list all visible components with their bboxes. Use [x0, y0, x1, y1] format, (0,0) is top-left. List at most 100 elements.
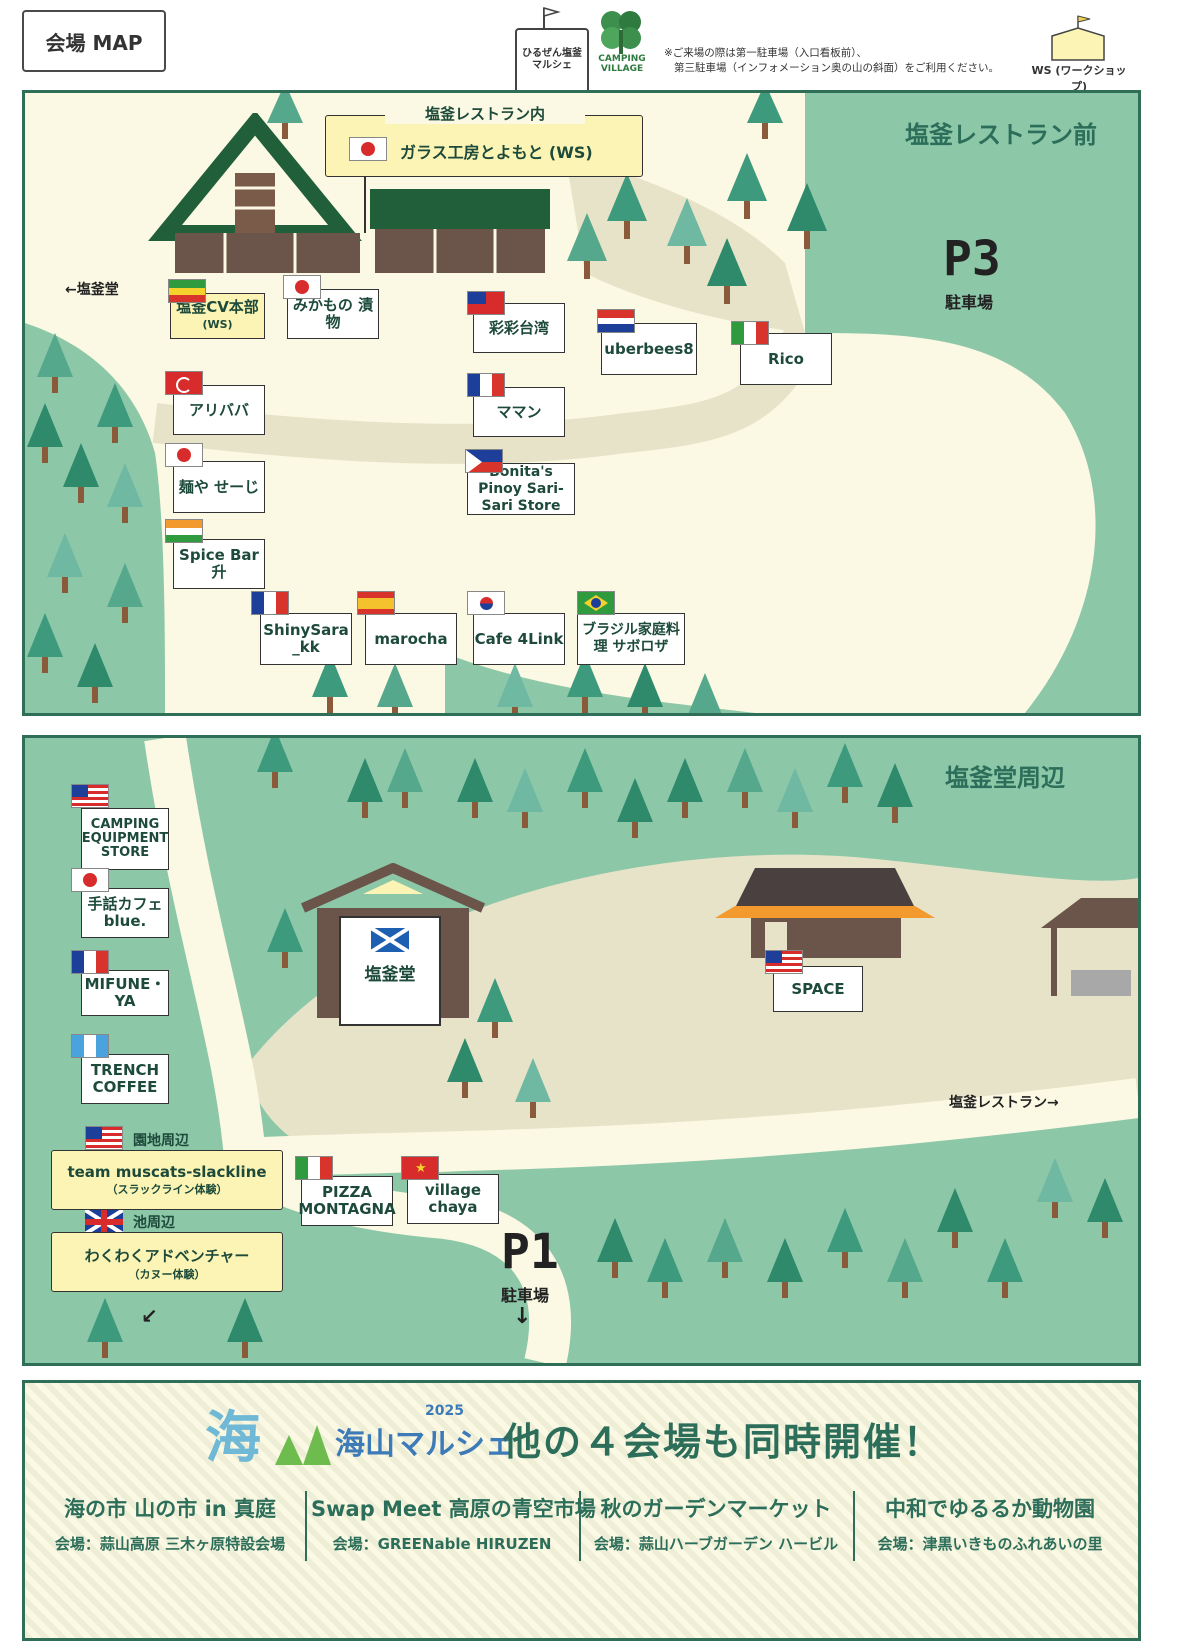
- tree-icon: [787, 183, 827, 249]
- barn-building-icon: [715, 868, 935, 958]
- tree-icon: [647, 1238, 683, 1298]
- area-title-shiogamado-surroundings: 塩釜堂周辺: [945, 764, 1065, 792]
- tree-icon: [707, 1218, 743, 1278]
- usa-flag-icon: [71, 784, 109, 808]
- tree-icon: [377, 663, 413, 713]
- stall-marocha: marocha: [365, 613, 457, 665]
- umiyama-marche-logo-icon: 海: [205, 1406, 331, 1471]
- stall-pizza-montagna: PIZZA MONTAGNA: [298, 1176, 396, 1226]
- clover-logo-icon: [601, 11, 641, 54]
- japan-flag-icon: [71, 868, 109, 892]
- uk-flag-icon: [85, 1210, 123, 1234]
- parking-p1-code: P1: [501, 1224, 559, 1280]
- tree-icon: [515, 1058, 551, 1118]
- footer-venue-4: 中和でゆるるか動物園 会場：津黒いきものふれあいの里: [877, 1497, 1103, 1553]
- tree-icon: [567, 748, 603, 808]
- footer-venue-2: Swap Meet 高原の青空市場 会場：GREENable HIRUZEN: [311, 1497, 596, 1553]
- tree-icon: [827, 1208, 863, 1268]
- tree-icon: [77, 643, 113, 703]
- arrow-to-shiogamado: ←塩釜堂: [65, 282, 119, 298]
- france-flag-icon: [251, 591, 289, 615]
- taiwan-flag-icon: [467, 291, 505, 315]
- arrow-down-left-icon: ↙: [141, 1304, 158, 1328]
- pond-area-2-label: 池周辺: [133, 1215, 175, 1231]
- stall-brazil-saboroza: ブラジル家庭料理 サボロザ: [577, 613, 685, 665]
- tree-icon: [267, 93, 303, 139]
- tree-icon: [107, 463, 143, 523]
- ethiopia-flag-icon: [168, 279, 206, 303]
- top-map: 塩釜レストラン内 ガラス工房とよもと (WS) 塩釜レストラン前 P3 駐車場 …: [22, 90, 1141, 716]
- tree-icon: [387, 748, 423, 808]
- arrow-to-restaurant: 塩釜レストラン→: [949, 1095, 1059, 1111]
- tree-icon: [667, 198, 707, 264]
- tree-icon: [688, 673, 722, 713]
- parking-p3-label: 駐車場: [945, 293, 994, 312]
- tree-icon: [1087, 1178, 1123, 1238]
- footer-divider: [853, 1491, 855, 1561]
- restaurant-building-icon: [148, 113, 550, 273]
- ws-legend-label: WS (ワークショップ): [1031, 64, 1127, 93]
- parking-notice: ※ご来場の際は第一駐車場（入口看板前）、 第三駐車場（インフォメーション奥の山の…: [664, 47, 999, 74]
- korea-flag-icon: [467, 591, 505, 615]
- tree-icon: [877, 763, 913, 823]
- tree-icon: [257, 738, 293, 788]
- south-africa-flag-icon: [597, 309, 635, 333]
- footer-heading: 他の４会場も同時開催！: [503, 1420, 944, 1464]
- tree-icon: [347, 758, 383, 818]
- stall-cafe-4link: Cafe 4Link: [473, 613, 565, 665]
- stall-shinysara-kk: ShinySara _kk: [260, 613, 352, 665]
- tree-icon: [597, 1218, 633, 1278]
- tree-icon: [707, 238, 747, 304]
- tree-icon: [747, 93, 783, 139]
- tree-icon: [27, 403, 63, 463]
- stall-camping-equipment-store: CAMPING EQUIPMENT STORE: [81, 808, 169, 870]
- tree-icon: [97, 383, 133, 443]
- tree-icon: [312, 653, 348, 713]
- restaurant-inside-label: 塩釜レストラン内: [385, 103, 585, 124]
- camping-village-logo-text: CAMPING VILLAGE: [598, 54, 646, 74]
- india-flag-icon: [165, 519, 203, 543]
- tree-icon: [497, 663, 533, 713]
- footer-venue-1: 海の市 山の市 in 真庭 会場：蒜山高原 三木ヶ原特設会場: [54, 1497, 286, 1553]
- tree-icon: [477, 978, 513, 1038]
- tree-icon: [27, 613, 63, 673]
- footer-logo-year: 2025: [425, 1403, 464, 1419]
- tree-icon: [87, 1298, 123, 1358]
- tree-icon: [507, 768, 543, 828]
- tree-icon: [887, 1238, 923, 1298]
- arrow-right-icon: →: [1047, 1095, 1059, 1111]
- arrow-down-icon: ↓: [513, 1304, 532, 1329]
- tree-icon: [457, 758, 493, 818]
- tree-icon: [567, 213, 607, 279]
- hiruzen-marche-logo: ひるぜん塩釜 マルシェ: [515, 28, 589, 96]
- scotland-flag-icon: [371, 928, 409, 952]
- pond-area-1-label: 園地周辺: [133, 1133, 189, 1149]
- stall-shuwa-cafe-blue: 手話カフェ blue.: [81, 888, 169, 938]
- italy-flag-icon: [295, 1156, 333, 1180]
- tree-icon: [63, 443, 99, 503]
- shiogamado-box: [339, 916, 441, 1026]
- stall-village-chaya: village chaya: [407, 1174, 499, 1224]
- stall-mifune-ya: MIFUNE・YA: [81, 970, 169, 1016]
- usa-flag-icon: [85, 1126, 123, 1150]
- japan-flag-icon: [283, 275, 321, 299]
- turkey-flag-icon: [165, 371, 203, 395]
- stall-menya-seiji: 麺や せーじ: [173, 461, 265, 513]
- tree-icon: [827, 743, 863, 803]
- france-flag-icon: [467, 373, 505, 397]
- arrow-left-icon: ←: [65, 282, 77, 298]
- slackline-banner: team muscats-slackline （スラックライン体験）: [51, 1150, 283, 1210]
- parking-p3-code: P3: [943, 231, 1001, 287]
- tree-icon: [607, 173, 647, 239]
- area-title-restaurant-front: 塩釜レストラン前: [905, 121, 1097, 149]
- stall-trench-coffee: TRENCH COFFEE: [81, 1054, 169, 1104]
- tree-icon: [667, 758, 703, 818]
- vietnam-flag-icon: ★: [401, 1156, 439, 1180]
- parking-p1-label: 駐車場: [501, 1286, 550, 1305]
- canoe-banner: わくわくアドベンチャー （カヌー体験）: [51, 1232, 283, 1292]
- tree-icon: [567, 653, 603, 713]
- footer-logo-text: 海山マルシェ: [335, 1427, 515, 1462]
- japan-flag-icon: [349, 137, 387, 161]
- tree-icon: [447, 1038, 483, 1098]
- stall-spice-bar: Spice Bar 升: [173, 539, 265, 589]
